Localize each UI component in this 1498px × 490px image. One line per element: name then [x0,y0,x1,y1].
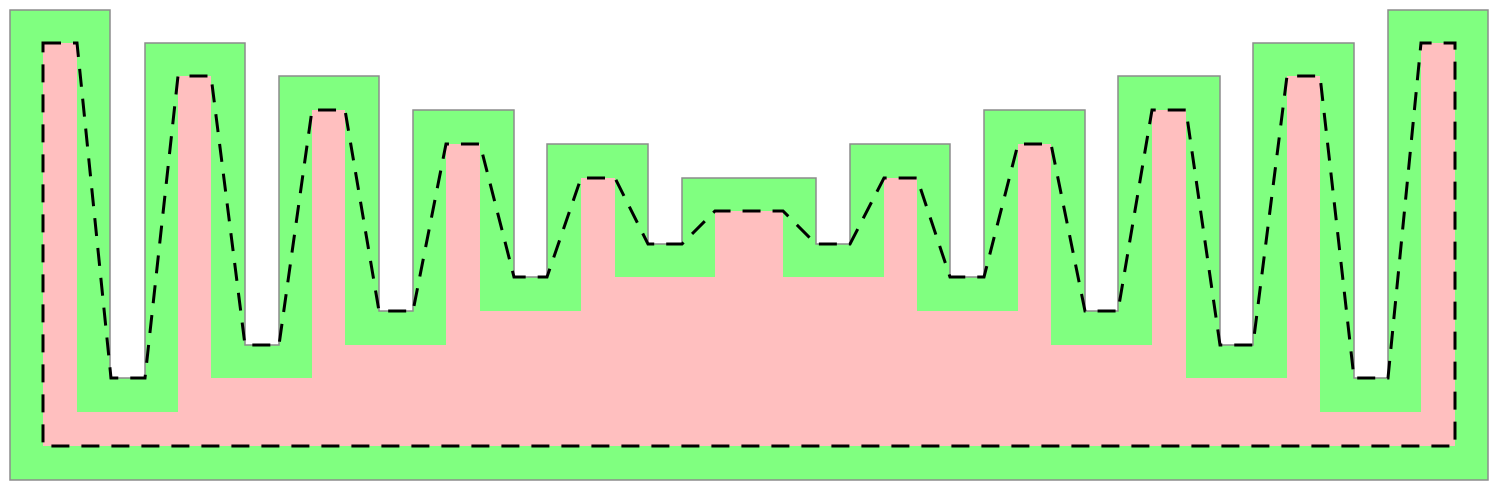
inner-polygon [43,43,1455,446]
dashed-outline-polygon [41,41,1457,448]
